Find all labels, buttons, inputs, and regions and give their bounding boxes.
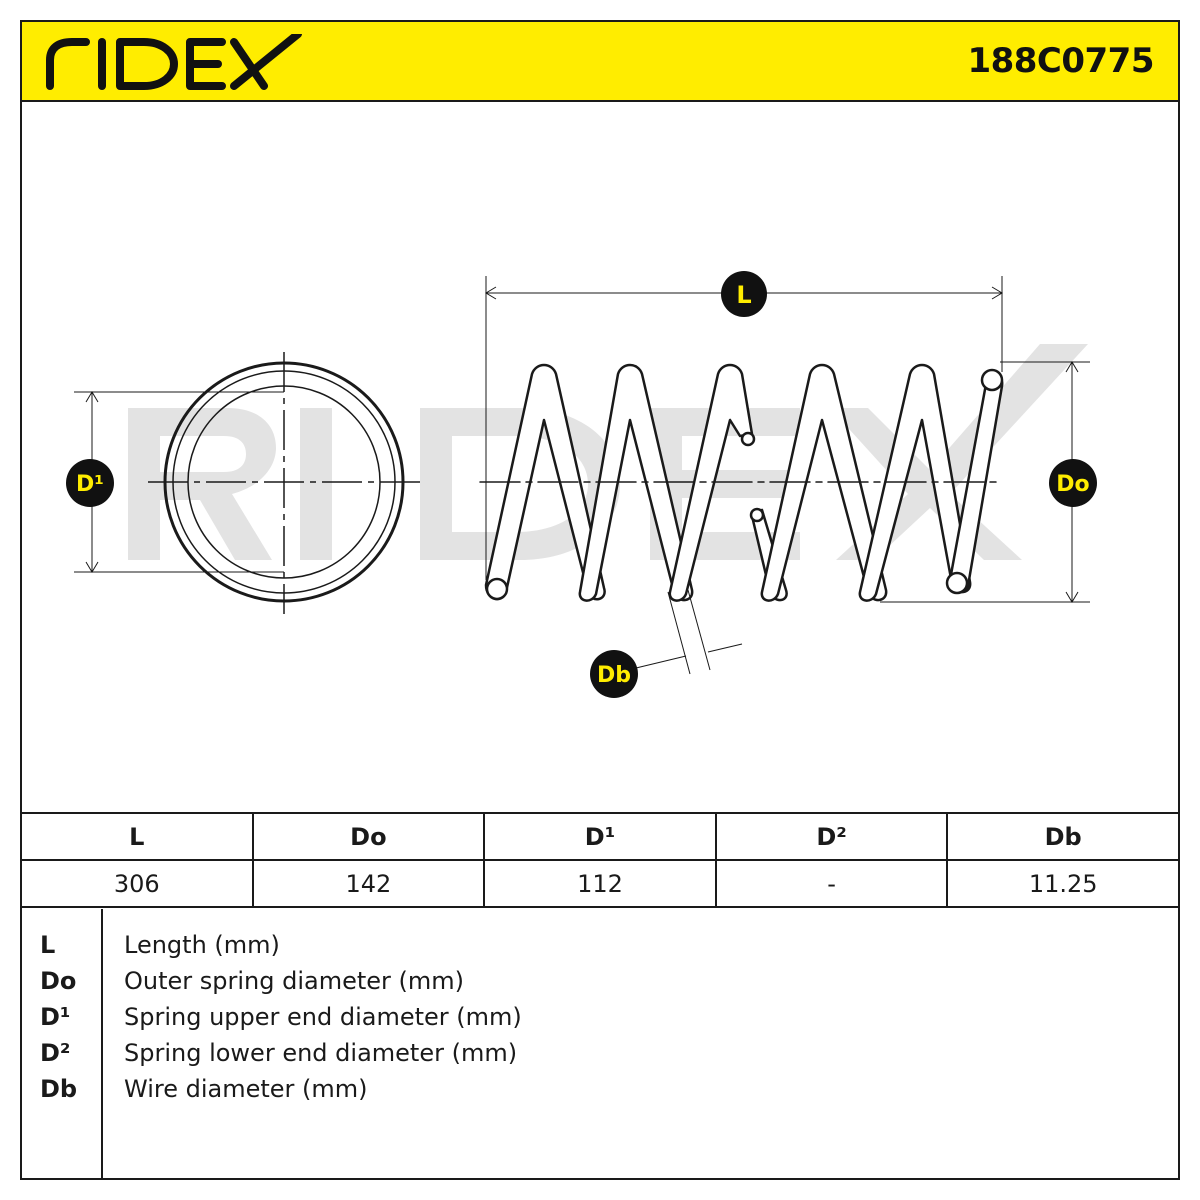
spec-value-cell: - bbox=[714, 859, 949, 908]
legend-key: D¹ bbox=[40, 1003, 71, 1031]
badge-upper-end-diameter: D¹ bbox=[66, 459, 114, 507]
spec-value-cell: 11.25 bbox=[946, 859, 1180, 908]
svg-text:Db: Db bbox=[597, 663, 631, 688]
spec-header-cell: D¹ bbox=[483, 812, 717, 861]
legend-text: Outer spring diameter (mm) bbox=[124, 967, 465, 995]
spec-table: L Do D¹ D² Db 306 142 112 - 11.25 bbox=[20, 812, 1180, 908]
spec-header-cell: L bbox=[20, 812, 254, 861]
spec-value-cell: 112 bbox=[483, 859, 717, 908]
legend-text: Wire diameter (mm) bbox=[124, 1075, 368, 1103]
legend: L Length (mm) Do Outer spring diameter (… bbox=[20, 909, 1180, 1180]
spec-table-header-row: L Do D¹ D² Db bbox=[20, 812, 1180, 861]
legend-divider bbox=[101, 909, 103, 1178]
spec-table-value-row: 306 142 112 - 11.25 bbox=[20, 859, 1180, 908]
badge-length: L bbox=[721, 271, 767, 317]
legend-text: Length (mm) bbox=[124, 931, 280, 959]
badge-wire-diameter: Db bbox=[590, 650, 638, 698]
spec-header-cell: D² bbox=[714, 812, 949, 861]
legend-text: Spring lower end diameter (mm) bbox=[124, 1039, 518, 1067]
wire-diameter-dimension bbox=[635, 589, 743, 675]
legend-key: Db bbox=[40, 1075, 78, 1103]
svg-text:D¹: D¹ bbox=[76, 472, 104, 497]
svg-text:Do: Do bbox=[1056, 472, 1089, 497]
spec-header-cell: Db bbox=[946, 812, 1180, 861]
legend-key: D² bbox=[40, 1039, 71, 1067]
badge-outer-diameter: Do bbox=[1049, 459, 1097, 507]
part-number: 188C0775 bbox=[967, 41, 1154, 81]
spec-sheet: 188C0775 bbox=[20, 20, 1180, 1180]
ridex-logo bbox=[46, 34, 302, 90]
legend-key: Do bbox=[40, 967, 77, 995]
legend-key: L bbox=[40, 931, 56, 959]
spring-drawing: L Do D¹ Db bbox=[66, 271, 1097, 698]
legend-text: Spring upper end diameter (mm) bbox=[124, 1003, 522, 1031]
header-bar: 188C0775 bbox=[22, 22, 1178, 102]
spec-header-cell: Do bbox=[251, 812, 486, 861]
svg-text:L: L bbox=[736, 281, 751, 309]
spec-value-cell: 142 bbox=[251, 859, 486, 908]
spec-value-cell: 306 bbox=[20, 859, 254, 908]
spring-side-view bbox=[479, 363, 1004, 602]
